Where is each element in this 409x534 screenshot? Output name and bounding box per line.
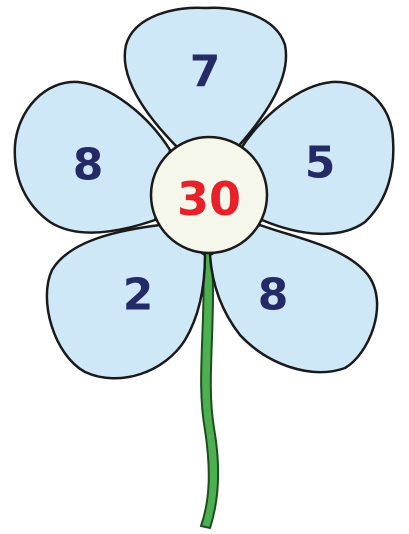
petal-lower-left-number: 2 (123, 270, 154, 321)
flower-stem (201, 252, 218, 528)
center-number: 30 (177, 172, 241, 226)
petal-top-number: 7 (190, 47, 221, 98)
petal-lower-right-number: 8 (258, 270, 289, 321)
petal-upper-right-number: 5 (305, 138, 336, 189)
petal-upper-left-number: 8 (73, 140, 104, 191)
